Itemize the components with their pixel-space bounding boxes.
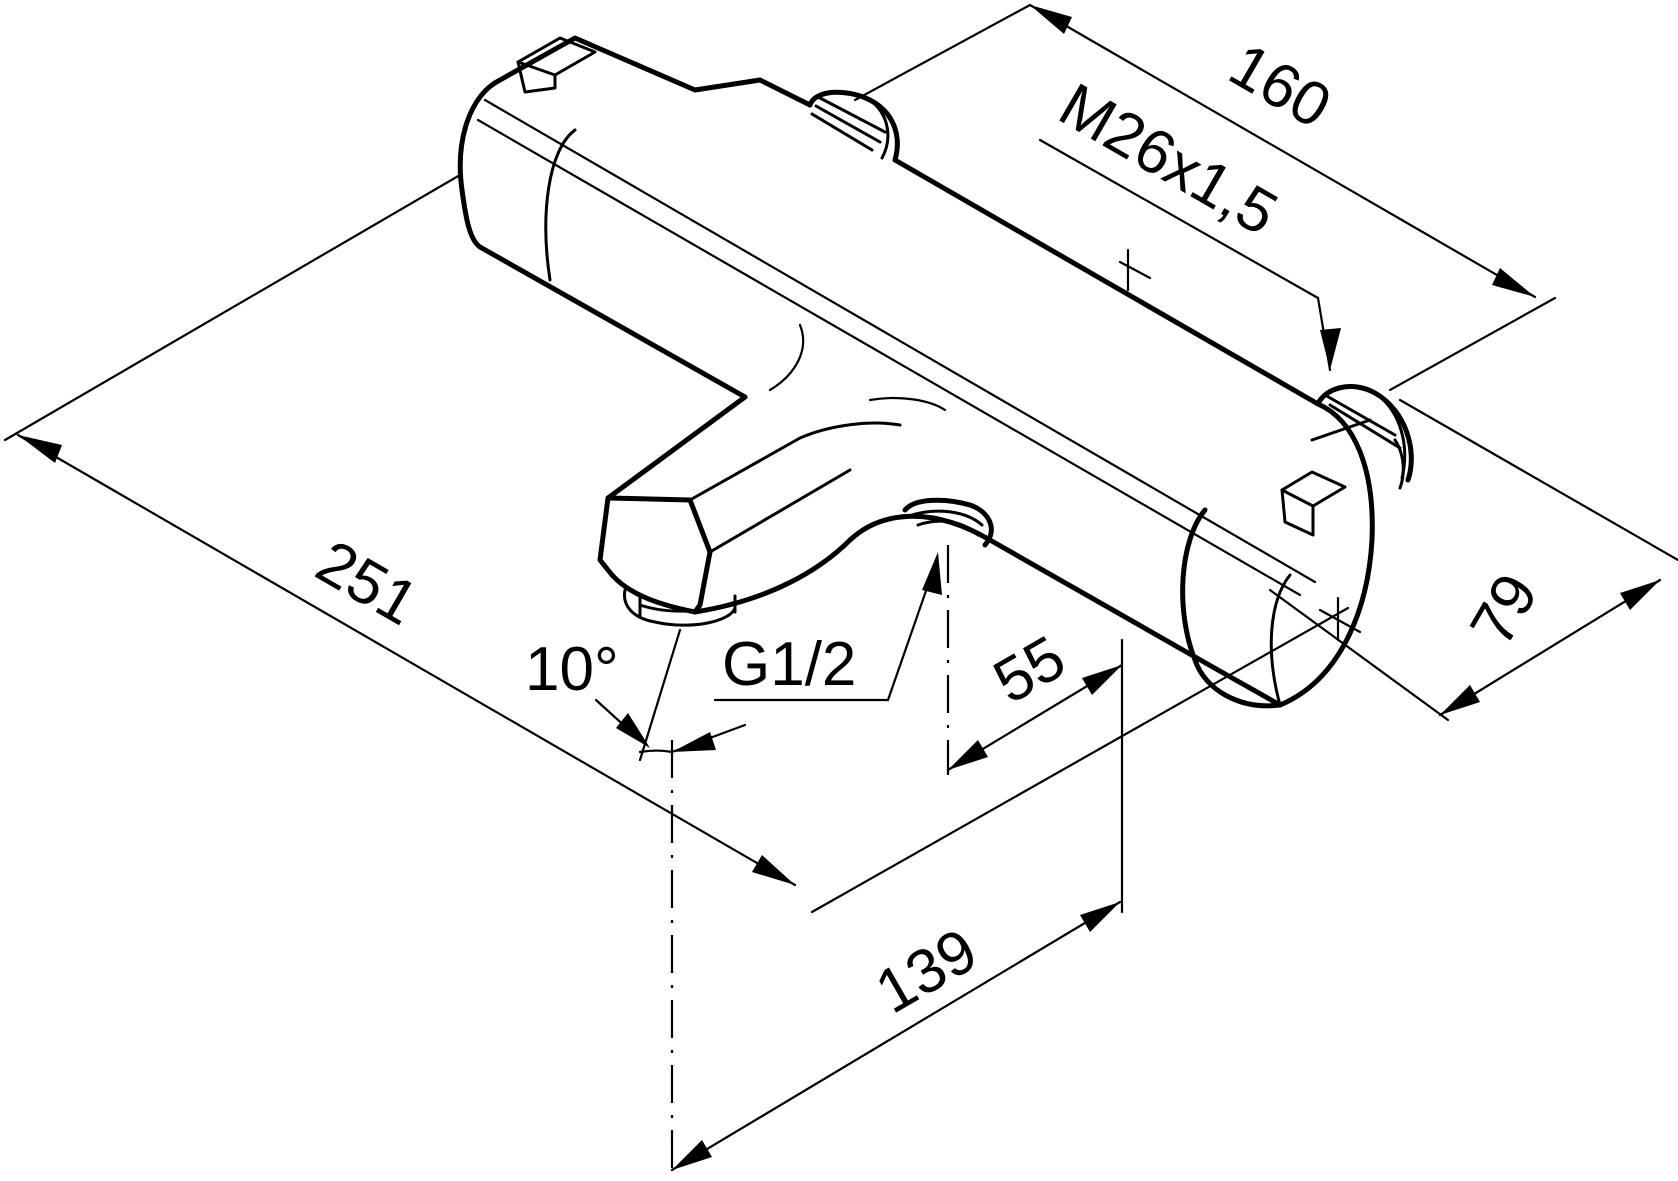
dimension-lines [3, 3, 1678, 1180]
dim-spout-angle: 10° [525, 635, 619, 704]
dim-wall-distance: 55 [983, 623, 1077, 717]
mixer-body [457, 35, 1414, 709]
dim-depth: 139 [865, 916, 989, 1027]
dim-outlet-thread: G1/2 [722, 630, 856, 699]
dim-overall-length: 251 [305, 527, 429, 638]
dim-height: 79 [1457, 563, 1551, 657]
